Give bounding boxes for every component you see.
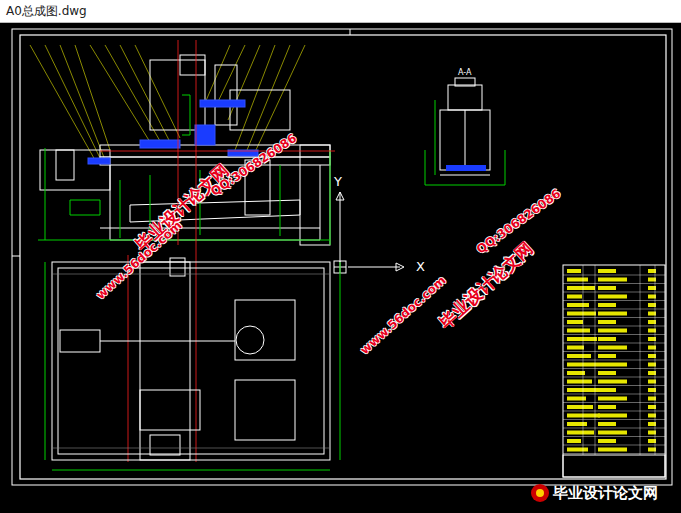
table-cell xyxy=(598,312,627,316)
title-bar xyxy=(0,0,681,23)
leader-line xyxy=(228,45,260,120)
table-cell xyxy=(567,354,591,358)
table-rule xyxy=(563,402,665,403)
title-block xyxy=(563,455,665,477)
table-rule xyxy=(563,317,665,318)
table-rule xyxy=(563,275,665,276)
axis-label: Y xyxy=(334,174,342,189)
leader-line xyxy=(205,45,230,103)
table-cell xyxy=(567,439,581,443)
table-cell xyxy=(567,312,596,316)
table-cell xyxy=(598,303,616,307)
table-rule xyxy=(655,265,656,455)
table-rule xyxy=(563,292,665,293)
table-cell xyxy=(598,388,616,392)
table-cell xyxy=(598,380,627,384)
table-rule xyxy=(563,428,665,429)
window-title: A0总成图.dwg xyxy=(6,3,87,20)
table-rule xyxy=(563,283,665,284)
table-cell xyxy=(567,278,588,282)
leader-line xyxy=(255,45,305,152)
table-cell xyxy=(567,320,583,324)
table-rule xyxy=(595,265,596,455)
table-rule xyxy=(563,309,665,310)
table-cell xyxy=(567,329,590,333)
axis-label: X xyxy=(416,259,425,274)
table-cell xyxy=(567,295,582,299)
table-rule xyxy=(563,445,665,446)
table-rule xyxy=(563,436,665,437)
logo-text: 毕业设计论文网 xyxy=(553,484,658,503)
leader-line xyxy=(60,45,105,160)
table-cell xyxy=(567,422,587,426)
table-cell xyxy=(567,405,593,409)
table-cell xyxy=(567,363,598,367)
table-cell xyxy=(598,278,627,282)
table-rule xyxy=(563,360,665,361)
table-rule xyxy=(563,300,665,301)
table-rule xyxy=(563,411,665,412)
table-rule xyxy=(563,368,665,369)
table-rule xyxy=(563,326,665,327)
table-cell xyxy=(598,448,627,452)
table-cell xyxy=(567,371,585,375)
table-cell xyxy=(598,329,627,333)
table-cell xyxy=(567,380,592,384)
table-cell xyxy=(598,405,616,409)
table-cell xyxy=(598,439,616,443)
table-cell xyxy=(598,269,616,273)
leader-line xyxy=(135,45,180,138)
table-rule xyxy=(563,377,665,378)
table-rule xyxy=(563,453,665,454)
table-cell xyxy=(598,422,616,426)
leader-line xyxy=(235,45,275,150)
table-cell xyxy=(598,295,627,299)
table-cell xyxy=(567,431,594,435)
leader-line xyxy=(45,45,100,158)
table-cell xyxy=(598,397,627,401)
leader-line xyxy=(30,45,95,160)
table-cell xyxy=(567,286,595,290)
table-cell xyxy=(598,337,616,341)
leader-line xyxy=(90,45,150,142)
table-rule xyxy=(563,394,665,395)
table-cell xyxy=(598,414,627,418)
table-rule xyxy=(563,343,665,344)
table-cell xyxy=(598,371,616,375)
table-cell xyxy=(598,363,627,367)
table-rule xyxy=(563,351,665,352)
table-cell xyxy=(598,320,616,324)
table-rule xyxy=(563,419,665,420)
table-cell xyxy=(598,354,616,358)
table-cell xyxy=(567,269,581,273)
table-cell xyxy=(598,431,627,435)
table-rule xyxy=(563,385,665,386)
table-cell xyxy=(567,337,597,341)
view-label: A-A xyxy=(458,68,471,77)
table-cell xyxy=(567,448,588,452)
table-cell xyxy=(567,303,589,307)
table-rule xyxy=(563,334,665,335)
table-rule xyxy=(640,265,641,455)
table-cell xyxy=(598,346,627,350)
table-rule xyxy=(583,265,584,455)
leader-line xyxy=(105,45,160,141)
leader-line xyxy=(75,45,110,150)
table-cell xyxy=(598,286,616,290)
table-cell xyxy=(567,346,584,350)
